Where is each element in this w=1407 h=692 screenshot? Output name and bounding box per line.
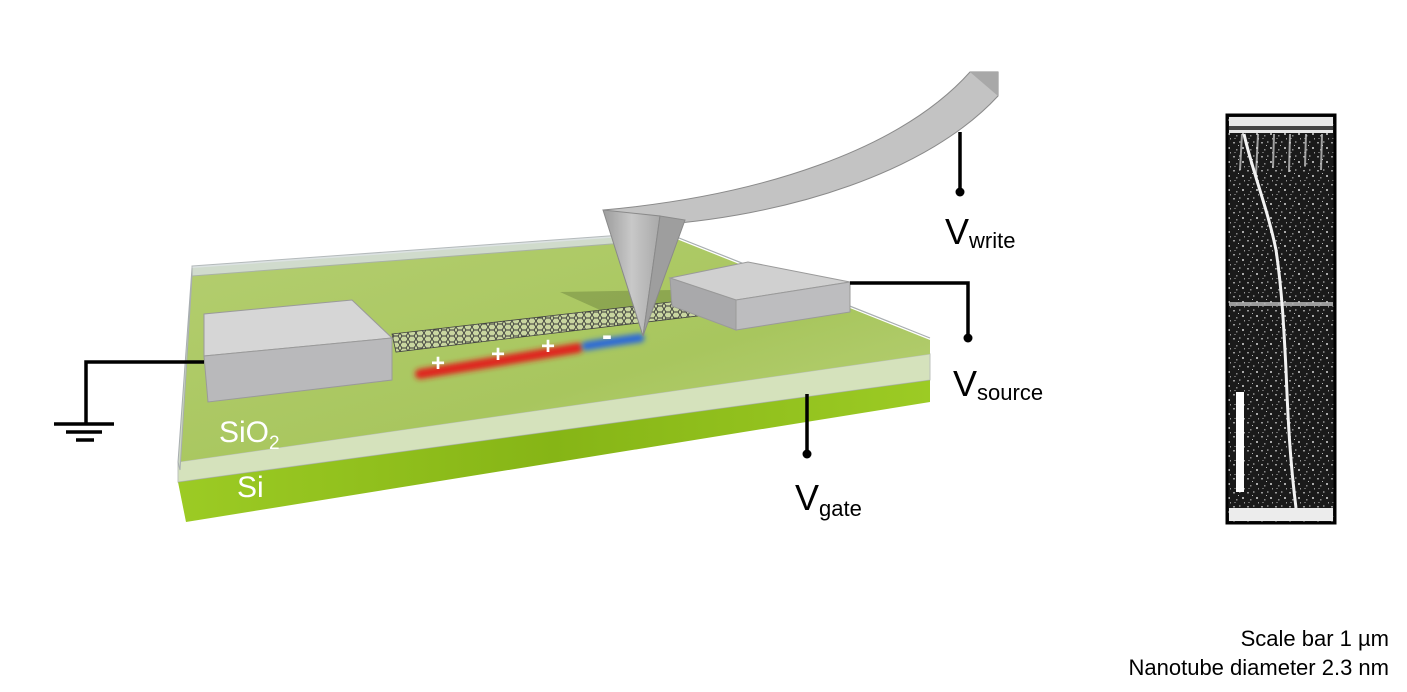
left-electrode — [203, 299, 394, 403]
positive-charge-sign: + — [491, 341, 505, 368]
positive-charge-region — [415, 343, 583, 379]
source-terminal — [963, 333, 973, 343]
oxide-side-edge — [177, 267, 193, 471]
si-label: Si — [237, 471, 264, 504]
scale-bar-caption: Scale bar 1 µm — [1240, 626, 1389, 651]
diameter-caption: Nanotube diameter 2.3 nm — [1128, 655, 1390, 680]
right-electrode — [668, 261, 851, 331]
scale-bar — [1236, 392, 1244, 492]
negative-charge-region — [581, 333, 645, 351]
v-write-label: Vwrite — [945, 211, 1015, 253]
v-source-label: Vsource — [953, 363, 1043, 405]
sio2-label: SiO2 — [219, 416, 280, 454]
positive-charge-sign: + — [541, 333, 555, 360]
gate-terminal — [802, 449, 812, 459]
afm-tip — [602, 209, 686, 337]
ground-icon — [54, 422, 114, 442]
negative-charge-sign: - — [602, 319, 612, 352]
afm-cantilever — [602, 71, 999, 227]
write-terminal — [955, 187, 965, 197]
positive-charge-sign: + — [431, 350, 445, 377]
wires — [84, 132, 970, 452]
caption: Scale bar 1 µm Nanotube diameter 2.3 nm — [1129, 624, 1390, 682]
afm-image — [1225, 113, 1337, 525]
silicon-substrate-front — [178, 380, 930, 522]
v-gate-label: Vgate — [795, 477, 862, 521]
